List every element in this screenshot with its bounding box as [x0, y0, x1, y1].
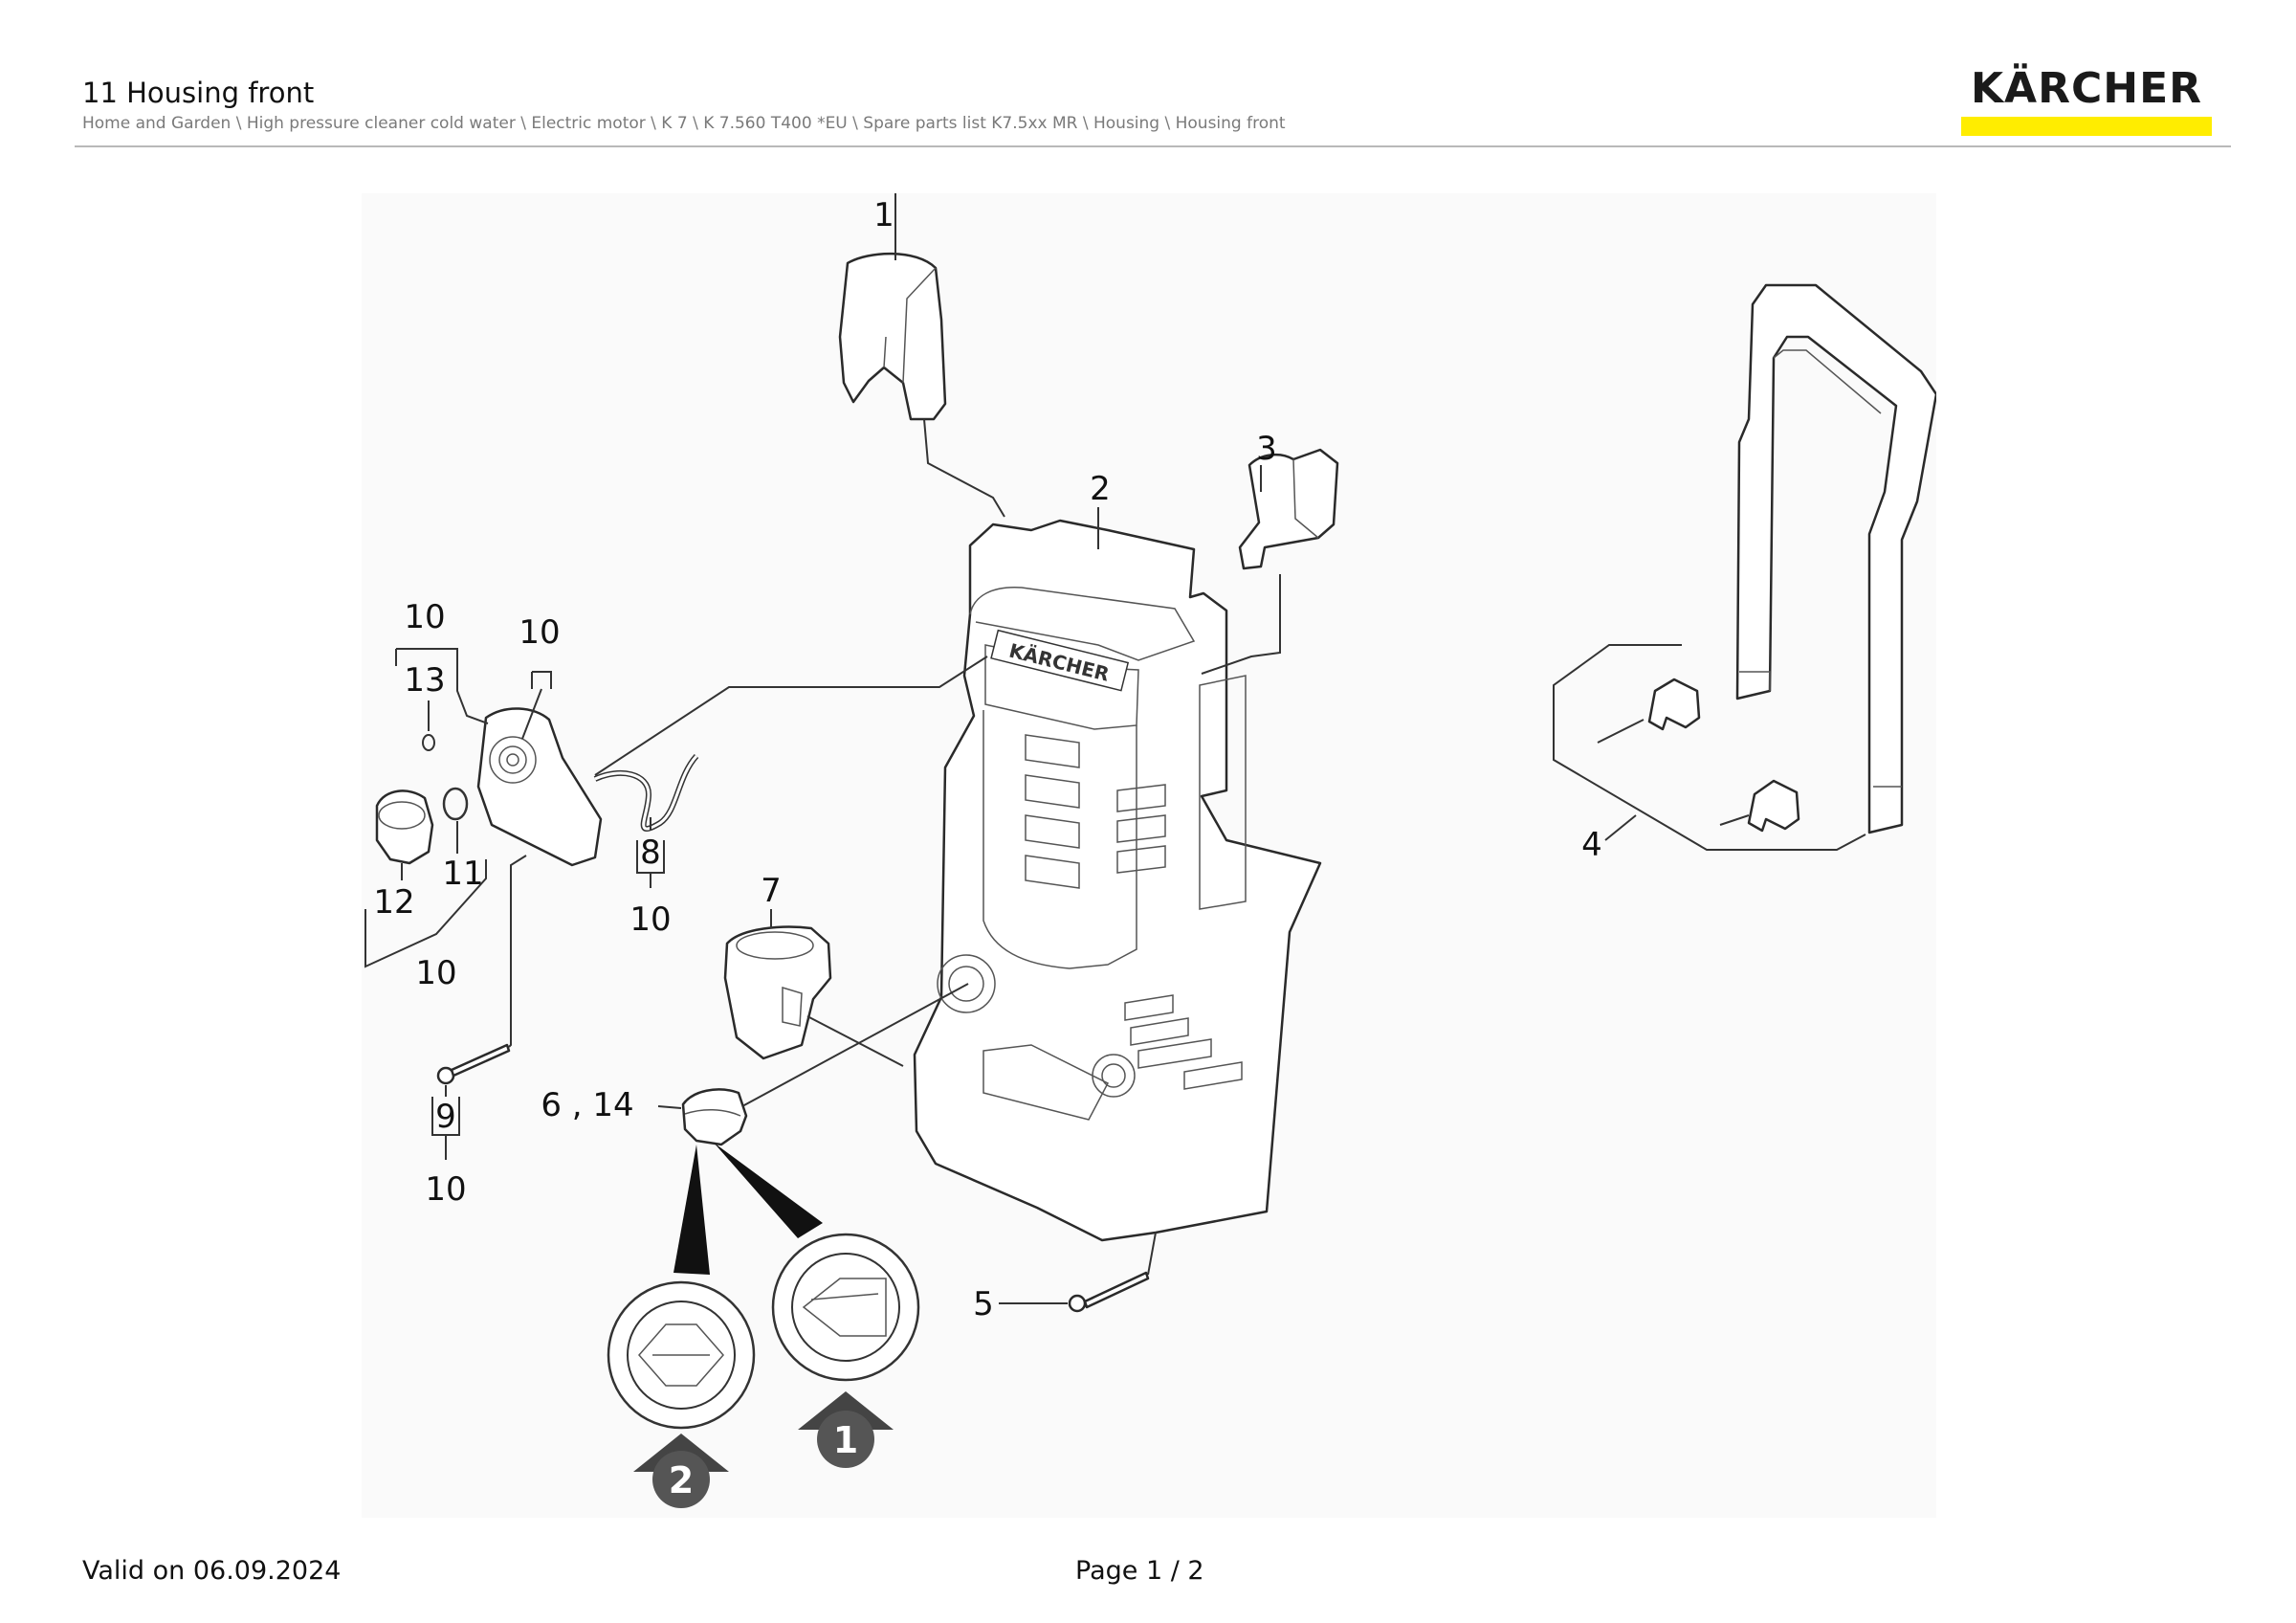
housing-brand-label: KÄRCHER	[990, 629, 1130, 692]
part-11-o-ring[interactable]	[442, 787, 469, 821]
callout-13: 13	[404, 661, 445, 700]
part-7-cover[interactable]	[723, 925, 832, 1060]
part-8-hose[interactable]	[593, 753, 699, 832]
karcher-logo: KÄRCHER	[1961, 65, 2212, 136]
variant-1-marker: 1	[798, 1391, 894, 1468]
logo-wordmark: KÄRCHER	[1970, 64, 2203, 113]
callout-12: 12	[373, 883, 414, 922]
part-6-14-selector-knob[interactable]	[681, 1088, 748, 1146]
svg-text:1: 1	[833, 1419, 858, 1461]
part-4-handle[interactable]	[1735, 283, 1936, 834]
part-5-screw[interactable]	[1068, 1271, 1150, 1313]
part-2-front-housing[interactable]: KÄRCHER	[913, 519, 1322, 1242]
part-4-handle-clip-upper[interactable]	[1647, 678, 1701, 731]
callout-10-mid-left: 10	[415, 954, 456, 992]
part-3-clip[interactable]	[1238, 448, 1339, 570]
exploded-parts-diagram: 1 KÄRCHER 2 3	[362, 193, 1936, 1518]
callout-10-bottom: 10	[425, 1170, 466, 1209]
part-4-handle-clip-lower[interactable]	[1747, 779, 1800, 833]
callout-10-top-left: 10	[404, 598, 445, 636]
callout-3: 3	[1256, 430, 1277, 468]
page-number: Page 1 / 2	[1075, 1556, 1204, 1586]
knob-variant-1-detail[interactable]	[771, 1233, 920, 1382]
callout-7: 7	[761, 872, 782, 910]
part-13-small-o-ring[interactable]	[422, 734, 435, 751]
variant-2-marker: 2	[633, 1434, 729, 1508]
header-divider	[75, 145, 2231, 147]
callout-5: 5	[973, 1285, 994, 1323]
part-12-knob[interactable]	[375, 789, 434, 865]
svg-text:2: 2	[669, 1459, 694, 1501]
part-1-top-cap[interactable]	[838, 252, 947, 421]
callout-10-below-8: 10	[629, 900, 671, 939]
callout-11: 11	[442, 855, 483, 893]
breadcrumb[interactable]: Home and Garden \ High pressure cleaner …	[82, 114, 1286, 133]
part-9-screw[interactable]	[436, 1043, 511, 1085]
callout-6-14: 6 , 14	[541, 1086, 633, 1124]
callout-1: 1	[873, 196, 894, 234]
callout-2: 2	[1090, 470, 1111, 508]
diagram-canvas: 1 KÄRCHER 2 3	[364, 193, 1936, 1508]
logo-yellow-bar	[1961, 117, 2212, 136]
part-10-switch-housing[interactable]	[476, 707, 603, 867]
page-title: 11 Housing front	[82, 77, 315, 109]
callout-9: 9	[435, 1098, 456, 1136]
callout-8: 8	[640, 834, 661, 872]
callout-10-top-right: 10	[519, 613, 560, 652]
knob-variant-2-detail[interactable]	[607, 1280, 756, 1430]
validity-date: Valid on 06.09.2024	[82, 1556, 342, 1586]
callout-4: 4	[1581, 826, 1602, 864]
